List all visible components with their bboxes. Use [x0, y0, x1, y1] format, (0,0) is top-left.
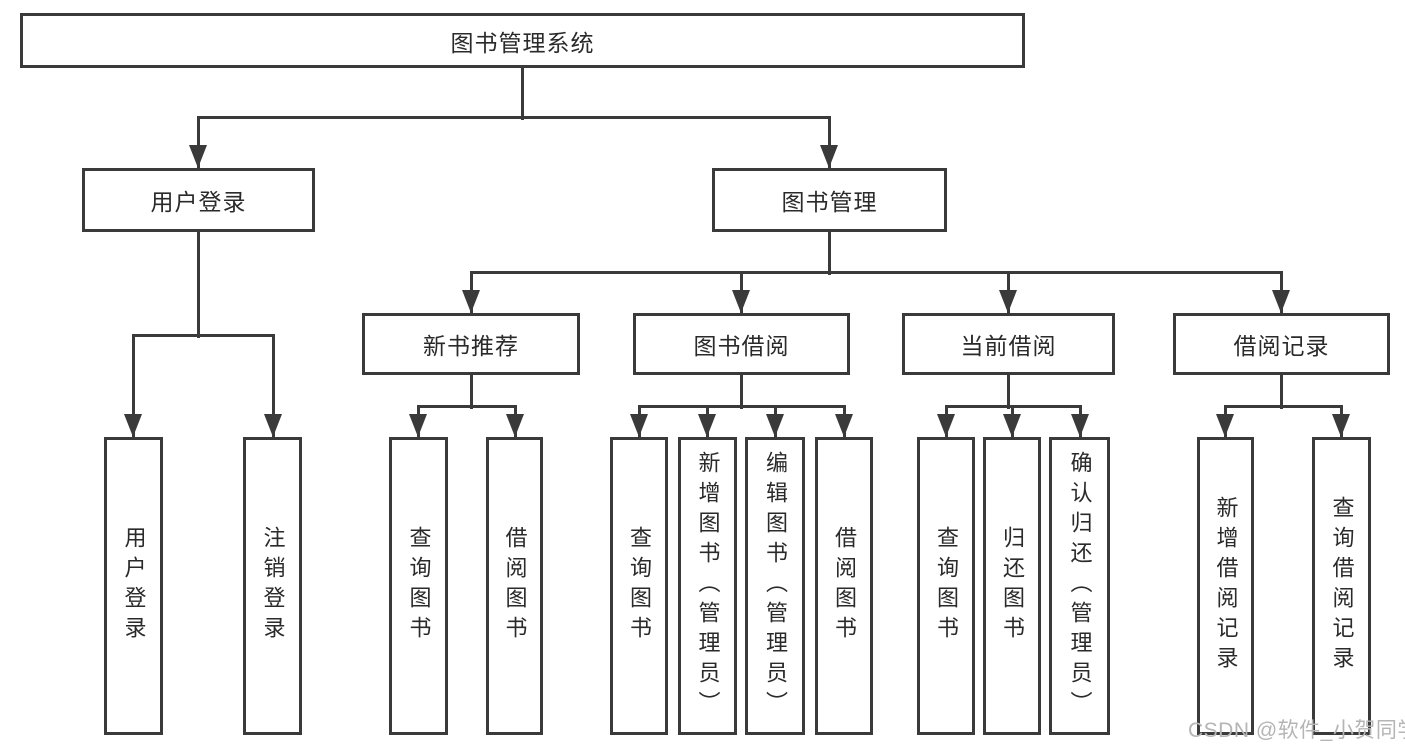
node-label-confirm-return-admin: 确认归还（管理员）	[1067, 451, 1093, 721]
connector-bar	[1223, 404, 1343, 408]
connector-bar	[469, 270, 1283, 274]
node-borrow-book-1: 借阅图书	[486, 437, 543, 735]
node-label-library-system: 图书管理系统	[450, 29, 595, 56]
arrowhead-down-icon	[1272, 290, 1290, 313]
node-label-user-login-leaf: 用户登录	[121, 526, 147, 646]
connector-bar	[416, 404, 517, 408]
node-book-management: 图书管理	[712, 168, 947, 232]
connector-stem	[739, 375, 743, 409]
node-label-logout-leaf: 注销登录	[260, 526, 286, 646]
node-label-query-books-3: 查询图书	[934, 526, 959, 646]
node-label-add-book-admin: 新增图书（管理员）	[695, 451, 721, 721]
arrowhead-down-icon	[630, 414, 648, 437]
node-label-book-borrowing: 图书借阅	[693, 333, 790, 359]
node-user-login-leaf: 用户登录	[104, 437, 163, 735]
connector-stem	[827, 232, 831, 275]
node-return-book: 归还图书	[983, 437, 1041, 735]
node-borrow-book-2: 借阅图书	[815, 437, 873, 735]
node-logout-leaf: 注销登录	[243, 437, 302, 735]
arrowhead-down-icon	[124, 414, 142, 437]
node-library-system: 图书管理系统	[20, 13, 1025, 68]
arrowhead-down-icon	[1003, 414, 1021, 437]
node-label-add-borrow-record: 新增借阅记录	[1213, 496, 1239, 676]
connector-arrow-line	[131, 335, 135, 437]
connector-arrow-line	[271, 335, 275, 437]
node-label-new-book-recommend: 新书推荐	[423, 333, 519, 359]
arrowhead-down-icon	[409, 414, 427, 437]
node-label-query-books-1: 查询图书	[406, 526, 432, 646]
node-query-books-3: 查询图书	[917, 437, 975, 735]
arrowhead-down-icon	[1332, 414, 1350, 437]
connector-stem	[1279, 375, 1283, 409]
node-user-login: 用户登录	[82, 168, 315, 232]
node-borrowing-records: 借阅记录	[1173, 313, 1390, 375]
arrowhead-down-icon	[506, 414, 524, 437]
node-add-book-admin: 新增图书（管理员）	[678, 437, 737, 735]
arrowhead-down-icon	[835, 414, 853, 437]
node-new-book-recommend: 新书推荐	[362, 313, 580, 375]
arrowhead-down-icon	[766, 414, 784, 437]
arrowhead-down-icon	[264, 414, 282, 437]
connector-arrow-line	[196, 117, 200, 168]
node-label-book-management: 图书管理	[781, 189, 878, 215]
connector-stem	[469, 375, 473, 409]
node-add-borrow-record: 新增借阅记录	[1197, 437, 1254, 735]
arrowhead-down-icon	[1216, 414, 1234, 437]
arrowhead-down-icon	[1071, 414, 1089, 437]
node-label-query-books-2: 查询图书	[627, 526, 652, 646]
node-book-borrowing: 图书借阅	[633, 313, 850, 375]
connector-stem	[1006, 375, 1010, 409]
node-label-borrow-book-2: 借阅图书	[832, 526, 857, 646]
node-edit-book-admin: 编辑图书（管理员）	[745, 437, 805, 735]
node-current-borrowing: 当前借阅	[902, 313, 1115, 375]
node-query-books-2: 查询图书	[610, 437, 668, 735]
arrowhead-down-icon	[732, 290, 750, 313]
watermark: CSDN @软件_小贺同学	[1188, 719, 1405, 742]
arrowhead-down-icon	[820, 145, 838, 168]
arrowhead-down-icon	[462, 290, 480, 313]
node-query-books-1: 查询图书	[389, 437, 448, 735]
connector-arrow-line	[827, 117, 831, 168]
node-query-borrow-record: 查询借阅记录	[1312, 437, 1371, 735]
connector-stem	[520, 68, 524, 120]
node-label-current-borrowing: 当前借阅	[960, 333, 1057, 359]
node-label-borrowing-records: 借阅记录	[1233, 333, 1330, 359]
connector-bar	[637, 404, 846, 408]
arrowhead-down-icon	[698, 414, 716, 437]
node-confirm-return-admin: 确认归还（管理员）	[1049, 437, 1110, 735]
arrowhead-down-icon	[999, 290, 1017, 313]
arrowhead-down-icon	[189, 145, 207, 168]
connector-bar	[131, 333, 275, 337]
node-label-borrow-book-1: 借阅图书	[502, 526, 528, 646]
connector-bar	[196, 115, 831, 119]
node-label-return-book: 归还图书	[1000, 526, 1025, 646]
connector-stem	[196, 232, 200, 338]
arrowhead-down-icon	[937, 414, 955, 437]
node-label-edit-book-admin: 编辑图书（管理员）	[763, 451, 788, 721]
node-label-user-login: 用户登录	[150, 189, 247, 215]
node-label-query-borrow-record: 查询借阅记录	[1329, 496, 1355, 676]
